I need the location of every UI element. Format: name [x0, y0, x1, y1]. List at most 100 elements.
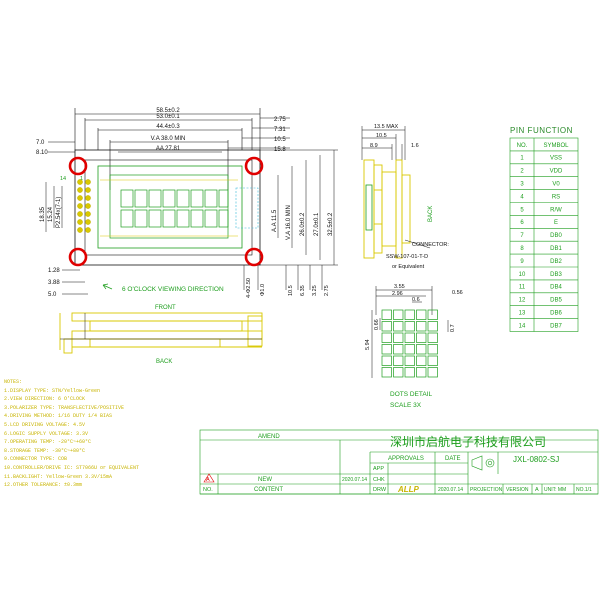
- pixel-dot: [427, 344, 438, 355]
- pixel-dot: [416, 355, 427, 366]
- note-item: 9.CONNECTOR TYPE: COB: [4, 456, 68, 463]
- side-back-label: BACK: [428, 206, 434, 222]
- version-value: A: [535, 487, 539, 493]
- date-entry-2: 2020.07.14: [438, 487, 463, 493]
- pixel-dot: [393, 321, 404, 332]
- pixel-dot: [416, 321, 427, 332]
- side-dim-2: 10.5: [376, 133, 387, 139]
- dim-rs-3: 26.0±0.2: [300, 212, 306, 236]
- pin-table-header: NO.: [517, 143, 528, 149]
- dots-scale: SCALE 3X: [390, 402, 422, 409]
- amend-label: AMEND: [258, 434, 280, 440]
- dim-active-area-width: AA 27.81: [156, 146, 181, 152]
- pin-number: 3: [520, 181, 524, 187]
- dots-detail: 3.55 2.96 0.6 0.56 5.94 0.66 0.7 DOTS DE…: [365, 284, 463, 409]
- viewing-direction: 6 O'CLOCK VIEWING DIRECTION: [102, 283, 224, 293]
- pin-symbol: DB0: [550, 233, 562, 239]
- dots-dim-6: 0.66: [374, 319, 380, 330]
- side-dim-4: 1.6: [411, 143, 419, 149]
- date-header: DATE: [445, 456, 461, 462]
- pixel-dot: [427, 321, 438, 332]
- dots-dim-4: 0.56: [452, 290, 463, 296]
- pin-number: 13: [519, 310, 526, 316]
- pin-number: 7: [520, 233, 524, 239]
- part-number: JXL-0802-SJ: [513, 455, 559, 464]
- pin-symbol: DB5: [550, 298, 562, 304]
- note-item: 1.DISPLAY TYPE: STN/Yellow-Green: [4, 387, 101, 394]
- dim-left-1: 7.0: [36, 140, 45, 146]
- top-dimensions: [74, 108, 290, 190]
- pin-symbol: DB3: [550, 272, 562, 278]
- dim-overall-width: 58.5±0.2: [156, 108, 180, 114]
- pin-symbol: V0: [552, 181, 560, 187]
- pixel-dot: [404, 309, 415, 320]
- front-label: FRONT: [155, 305, 176, 311]
- content-label: CONTENT: [254, 487, 283, 493]
- pin-symbol: DB7: [550, 323, 562, 329]
- note-item: 11.BACKLIGHT: Yellow-Green 3.3V/15mA: [4, 473, 113, 480]
- left-side-dims: 18.35 15.24 P2.54x(7-1): [40, 182, 63, 232]
- no-label: NO.: [203, 487, 213, 493]
- dot-grid: [381, 309, 438, 378]
- dots-dim-7: 0.7: [450, 324, 456, 332]
- dim-br-1: 4-Φ2.50: [246, 278, 252, 298]
- dim-ls-1: 18.35: [40, 206, 46, 222]
- notes-title: NOTES:: [4, 379, 23, 385]
- note-item: 6.LOGIC SUPPLY VOLTAGE: 3.3V: [4, 430, 89, 437]
- mount-hole-top-left: [68, 156, 88, 176]
- pin-symbol: RS: [552, 194, 560, 200]
- unit-label: UNIT: MM: [544, 487, 566, 493]
- sheet-label: NO.1/1: [576, 487, 592, 493]
- pixel-dot: [416, 309, 427, 320]
- dim-bl-1: 1.28: [48, 268, 60, 274]
- side-dim-1: 13.5 MAX: [374, 124, 398, 130]
- dim-left-2: 8.10: [36, 150, 48, 156]
- dim-rs-4: 27.0±0.1: [314, 212, 320, 236]
- dim-br-4: 6.35: [300, 285, 306, 296]
- connector-title: CONNECTOR:: [412, 242, 449, 248]
- chk-label: CHK: [373, 477, 385, 483]
- dim-br-2: Φ1.0: [260, 284, 266, 296]
- bottom-left-dims: 1.28 3.88 5.0: [48, 268, 88, 298]
- pixel-dot: [381, 332, 392, 343]
- pixel-dot: [416, 344, 427, 355]
- dots-dim-2: 2.96: [392, 291, 403, 297]
- pin-number: 12: [519, 298, 526, 304]
- pin-header: [77, 179, 91, 233]
- approvals-label: APPROVALS: [388, 456, 424, 462]
- rev-letter: A: [206, 477, 210, 483]
- dim-bezel-width: 44.4±0.3: [156, 124, 180, 130]
- date-entry-1: 2020.07.14: [342, 477, 367, 483]
- pin-number: 5: [520, 207, 524, 213]
- dim-rs-5: 32.5±0.2: [328, 212, 334, 236]
- pixel-dot: [381, 309, 392, 320]
- pin-number: 2: [520, 169, 524, 175]
- pin-symbol: DB1: [550, 246, 562, 252]
- back-label: BACK: [156, 359, 172, 365]
- version-label: VERSION: [506, 487, 529, 493]
- dim-bl-3: 5.0: [48, 292, 57, 298]
- note-item: 4.DRIVING METHOD: 1/16 DUTY 1/4 BIAS: [4, 413, 113, 420]
- pin-function-title: PIN FUNCTION: [510, 126, 573, 135]
- pixel-dot: [404, 321, 415, 332]
- projection-symbol-icon: [471, 455, 495, 471]
- pin-symbol: VSS: [550, 156, 562, 162]
- pin-symbol: E: [554, 220, 558, 226]
- pin-14-label: 14: [60, 176, 66, 182]
- pixel-dot: [404, 344, 415, 355]
- dim-rs-2: V.A 16.0 MIN: [286, 205, 292, 240]
- left-dim-labels: 7.0 8.10: [36, 140, 75, 156]
- pixel-dot: [427, 332, 438, 343]
- note-item: 7.OPERATING TEMP: -20°C~+60°C: [4, 439, 92, 446]
- top-dimension-labels: 58.5±0.2 53.0±0.1 44.4±0.3 V.A 38.0 MIN …: [151, 108, 186, 152]
- pin-number: 6: [520, 220, 524, 226]
- note-item: 8.STORAGE TEMP: -30°C~+80°C: [4, 447, 86, 454]
- character-cells: [120, 189, 229, 228]
- pixel-dot: [393, 309, 404, 320]
- dots-dim-5: 5.94: [365, 339, 371, 350]
- mounting-holes: [68, 156, 264, 267]
- pin-symbol: DB4: [550, 285, 562, 291]
